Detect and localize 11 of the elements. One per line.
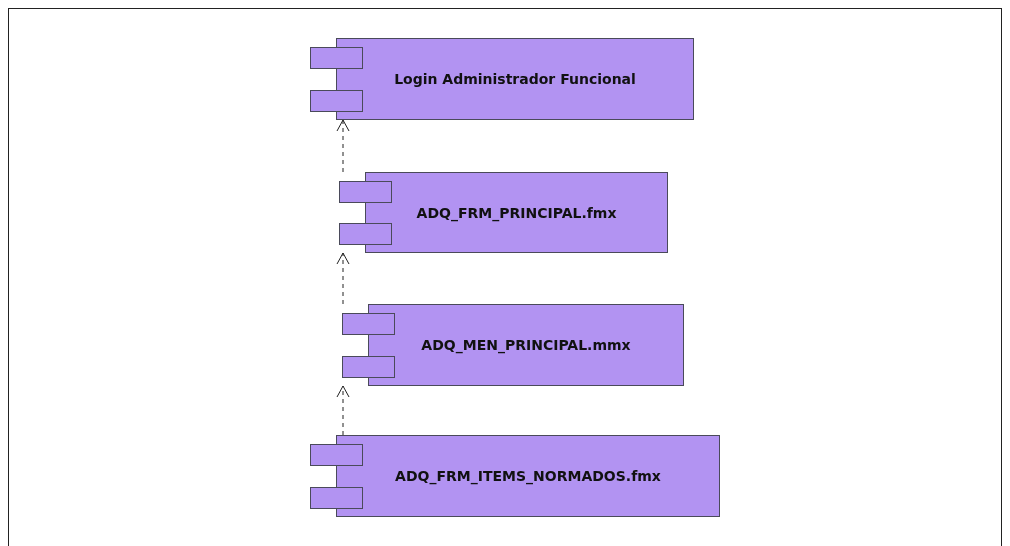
component-name: Login Administrador Funcional <box>393 70 637 89</box>
component-name: ADQ_MEN_PRINCIPAL.mmx <box>420 336 632 356</box>
dependency-arrow <box>336 252 350 305</box>
component-box <box>310 38 694 120</box>
component-box <box>339 172 668 253</box>
component-box <box>342 304 684 386</box>
component-name: ADQ_FRM_ITEMS_NORMADOS.fmx <box>394 467 662 487</box>
component-box <box>310 435 720 517</box>
dependency-arrow <box>336 385 350 436</box>
component-name: ADQ_FRM_PRINCIPAL.fmx <box>415 203 618 224</box>
dependency-arrow <box>336 119 350 173</box>
